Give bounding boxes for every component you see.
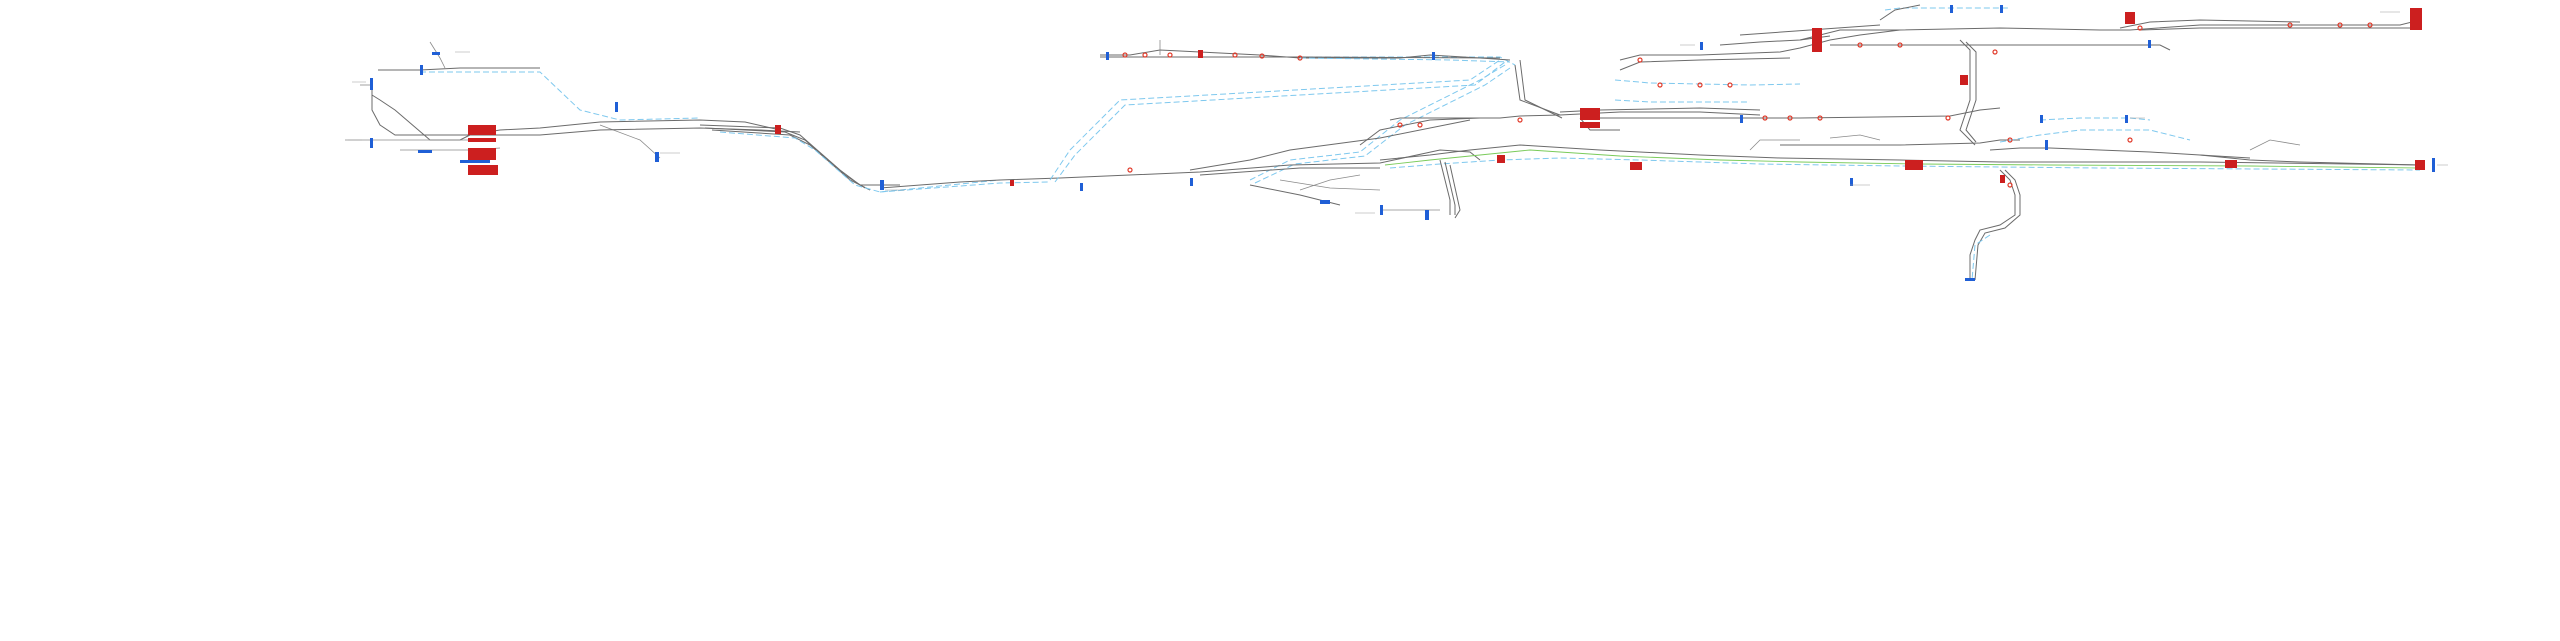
minor-station-marker[interactable] — [2000, 5, 2003, 13]
signal-glyph[interactable] — [1992, 49, 1998, 55]
minor-stations — [370, 5, 2435, 281]
minor-station-marker[interactable] — [1740, 115, 1743, 123]
major-station-block[interactable] — [2125, 12, 2135, 24]
major-station-block[interactable] — [468, 138, 496, 142]
signals — [1122, 22, 2373, 188]
signal-glyph[interactable] — [2137, 25, 2143, 31]
signal-glyph[interactable] — [1397, 122, 1403, 128]
signal-glyph[interactable] — [1127, 167, 1133, 173]
signal-glyph[interactable] — [2007, 137, 2013, 143]
signal-glyph[interactable] — [1697, 82, 1703, 88]
minor-station-marker[interactable] — [1425, 210, 1429, 220]
signal-glyph[interactable] — [1417, 122, 1423, 128]
signal-glyph[interactable] — [1232, 52, 1238, 58]
minor-station-marker[interactable] — [460, 160, 490, 163]
minor-station-marker[interactable] — [1380, 205, 1383, 215]
major-station-block[interactable] — [2000, 175, 2005, 183]
minor-station-marker[interactable] — [418, 150, 432, 153]
major-station-block[interactable] — [1630, 162, 1642, 170]
major-station-block[interactable] — [1960, 75, 1968, 85]
major-station-block[interactable] — [2225, 160, 2237, 168]
major-station-block[interactable] — [1580, 108, 1600, 120]
signal-glyph[interactable] — [2127, 137, 2133, 143]
minor-station-marker[interactable] — [432, 52, 440, 55]
major-station-block[interactable] — [1198, 50, 1203, 58]
major-station-block[interactable] — [468, 125, 496, 135]
minor-station-marker[interactable] — [1950, 5, 1953, 13]
minor-station-marker[interactable] — [655, 152, 659, 162]
major-station-block[interactable] — [1905, 160, 1923, 170]
minor-station-marker[interactable] — [1965, 278, 1975, 281]
minor-station-marker[interactable] — [1106, 52, 1109, 60]
western-branch — [345, 41, 1001, 193]
minor-station-marker[interactable] — [1190, 178, 1193, 186]
minor-station-marker[interactable] — [1320, 200, 1330, 204]
middle-junction — [1249, 59, 2421, 219]
minor-station-marker[interactable] — [1850, 178, 1853, 186]
signal-glyph[interactable] — [1727, 82, 1733, 88]
northern-top-branch — [1100, 40, 1511, 63]
signal-glyph[interactable] — [1897, 42, 1903, 48]
minor-station-marker[interactable] — [615, 102, 618, 112]
minor-station-marker[interactable] — [880, 180, 884, 190]
signal-glyph[interactable] — [1817, 115, 1823, 121]
signal-glyph[interactable] — [1637, 57, 1643, 63]
signal-glyph[interactable] — [1762, 115, 1768, 121]
annotation-marks — [348, 11, 2448, 214]
signal-glyph[interactable] — [1259, 53, 1265, 59]
signal-glyph[interactable] — [2007, 182, 2013, 188]
minor-station-marker[interactable] — [2148, 40, 2151, 48]
signal-glyph[interactable] — [1167, 52, 1173, 58]
signal-glyph[interactable] — [2367, 22, 2373, 28]
signal-glyph[interactable] — [1787, 115, 1793, 121]
minor-station-marker[interactable] — [420, 65, 423, 75]
signal-glyph[interactable] — [1297, 55, 1303, 61]
major-station-block[interactable] — [2410, 8, 2422, 30]
major-station-block[interactable] — [468, 148, 496, 160]
central-connectors — [879, 56, 1516, 193]
minor-station-marker[interactable] — [2040, 115, 2043, 123]
major-station-block[interactable] — [2415, 160, 2425, 170]
east-section — [1749, 117, 2421, 281]
signal-glyph[interactable] — [1657, 82, 1663, 88]
minor-station-marker[interactable] — [1080, 183, 1083, 191]
major-station-block[interactable] — [1580, 122, 1600, 128]
signal-glyph[interactable] — [1142, 52, 1148, 58]
major-station-block[interactable] — [468, 165, 498, 175]
minor-station-marker[interactable] — [2125, 115, 2128, 123]
major-station-block[interactable] — [775, 125, 781, 134]
signal-glyph[interactable] — [2287, 22, 2293, 28]
major-station-block[interactable] — [1010, 180, 1014, 186]
minor-station-marker[interactable] — [2045, 140, 2048, 150]
major-stations — [468, 8, 2425, 186]
minor-station-marker[interactable] — [370, 138, 373, 148]
minor-station-marker[interactable] — [1432, 52, 1435, 60]
major-station-block[interactable] — [1497, 155, 1505, 163]
signal-glyph[interactable] — [1122, 52, 1128, 58]
minor-station-marker[interactable] — [370, 78, 373, 90]
signal-glyph[interactable] — [1517, 117, 1523, 123]
major-station-block[interactable] — [1812, 28, 1822, 52]
minor-station-marker[interactable] — [1700, 42, 1703, 50]
signal-glyph[interactable] — [2337, 22, 2343, 28]
signal-glyph[interactable] — [1945, 115, 1951, 121]
signal-glyph[interactable] — [1857, 42, 1863, 48]
minor-station-marker[interactable] — [2432, 158, 2435, 172]
